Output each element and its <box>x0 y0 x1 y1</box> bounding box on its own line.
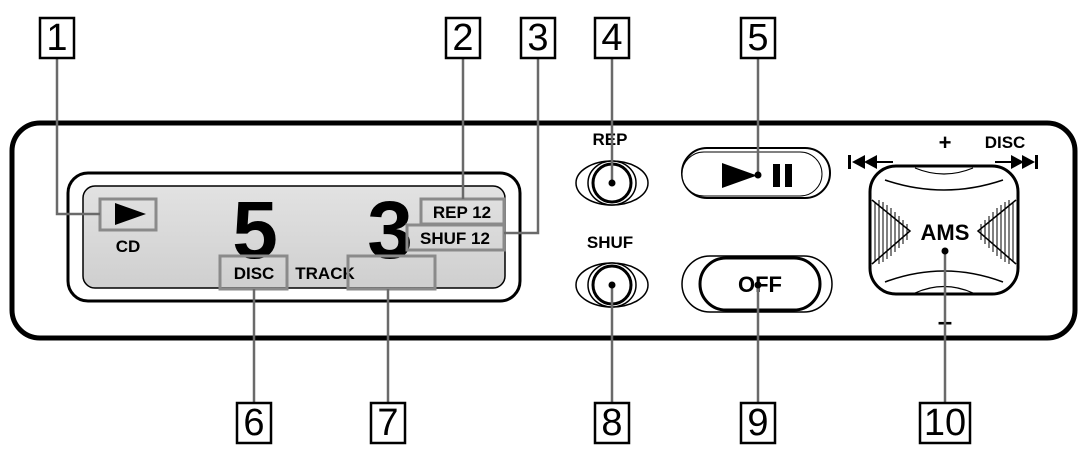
svg-text:4: 4 <box>601 17 622 59</box>
callout-5: 5 <box>739 16 777 60</box>
play-indicator-label: CD <box>116 237 141 256</box>
svg-text:2: 2 <box>452 17 473 59</box>
rep-indicator-text: REP 12 <box>433 203 491 222</box>
play-triangle-icon <box>115 203 146 225</box>
play-pause-icon <box>722 163 792 188</box>
callout-6: 6 <box>235 401 273 445</box>
track-indicator-area <box>346 254 437 291</box>
callout-9: 9 <box>739 401 777 445</box>
off-leader-dot <box>754 281 762 289</box>
callout-leaders <box>55 58 947 403</box>
svg-text:6: 6 <box>243 402 264 444</box>
callout-4: 4 <box>593 16 631 60</box>
disc-plus-label: + <box>939 130 952 155</box>
lcd-display <box>66 171 522 303</box>
svg-text:10: 10 <box>924 402 966 444</box>
skip-next-icon <box>995 155 1038 169</box>
ams-leader-dot <box>941 247 949 255</box>
shuf-button-label: SHUF <box>587 233 633 252</box>
play-leader-dot <box>754 171 762 179</box>
track-number-digit: 3 <box>367 185 413 276</box>
ams-disc-control[interactable]: AMS <box>868 164 1020 296</box>
skip-previous-icon <box>848 155 893 169</box>
shuf-indicator-text: SHUF 12 <box>420 229 490 248</box>
ams-button-label: AMS <box>921 220 970 245</box>
svg-text:8: 8 <box>601 402 622 444</box>
track-label: TRACK <box>295 264 355 283</box>
svg-text:3: 3 <box>527 17 548 59</box>
rep-button-label: REP <box>593 130 628 149</box>
svg-text:7: 7 <box>377 402 398 444</box>
callout-10: 10 <box>918 401 972 445</box>
ams-left-ribs <box>871 199 912 265</box>
callout-2: 2 <box>444 16 482 60</box>
svg-text:9: 9 <box>747 402 768 444</box>
callout-7: 7 <box>369 401 407 445</box>
shuf-indicator: SHUF 12 <box>405 223 506 252</box>
disc-number-digit: 5 <box>232 185 278 276</box>
svg-text:1: 1 <box>46 17 67 59</box>
svg-text:5: 5 <box>747 17 768 59</box>
shuf-leader-dot <box>608 281 616 289</box>
play-indicator: CD <box>98 197 158 256</box>
callout-8: 8 <box>593 401 631 445</box>
rep-leader-dot <box>608 179 616 187</box>
disc-indicator-text: DISC <box>234 264 275 283</box>
ams-right-ribs <box>976 199 1017 265</box>
disc-button-label: DISC <box>985 133 1026 152</box>
callout-1: 1 <box>38 16 76 60</box>
callout-3: 3 <box>519 16 557 60</box>
